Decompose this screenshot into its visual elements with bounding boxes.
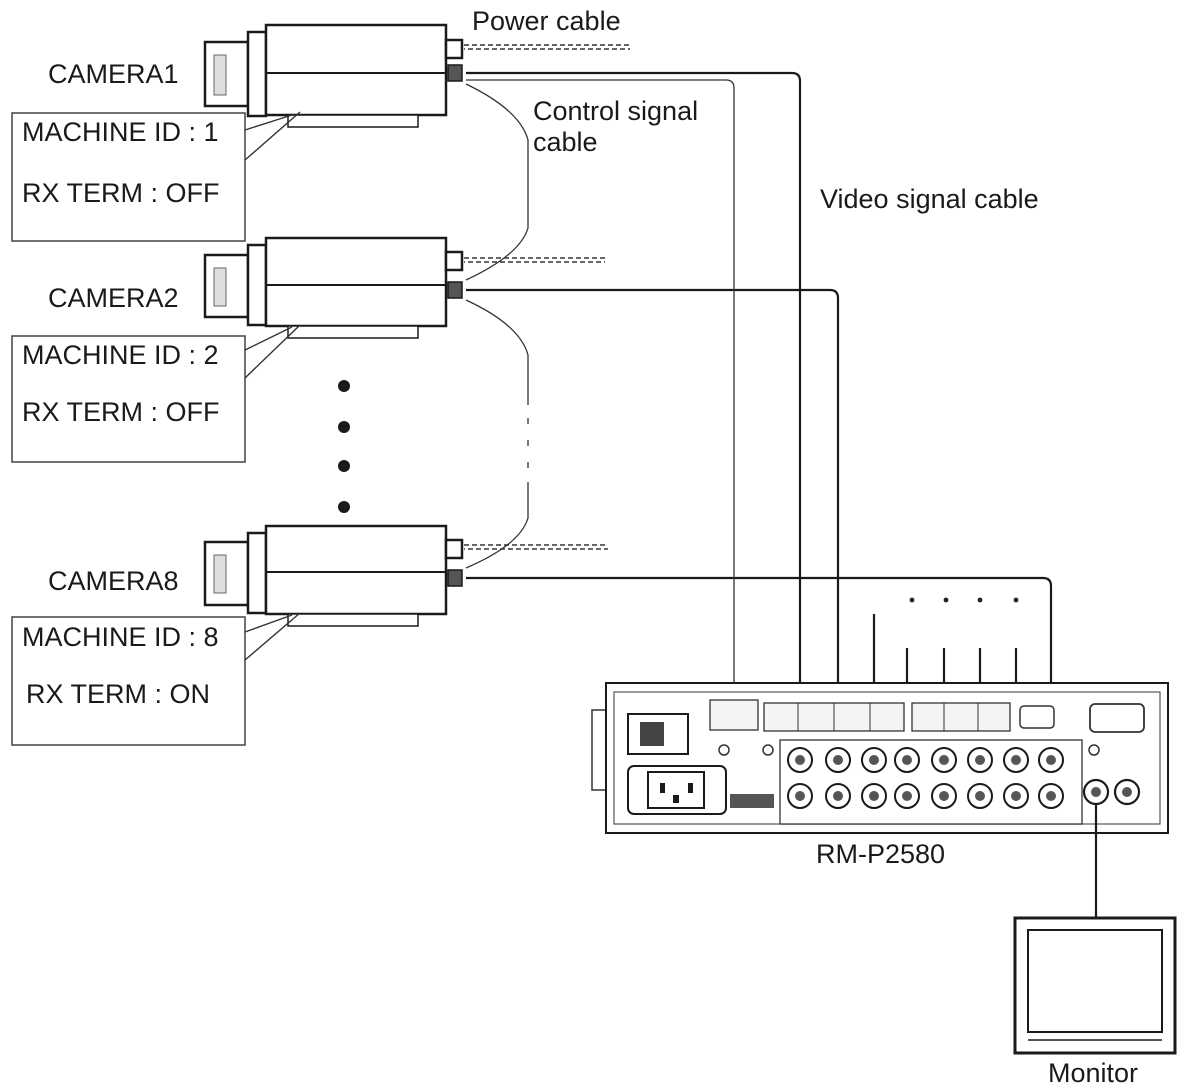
video-cable-camera2 [466, 288, 840, 748]
monitor-label: Monitor [1048, 1058, 1138, 1087]
monitor [1013, 916, 1177, 1055]
camera-8-rx-term: RX TERM : ON [26, 679, 210, 709]
power-cable-camera2 [464, 257, 605, 263]
camera-1 [203, 23, 464, 128]
device-label-plate [730, 794, 774, 808]
camera-2-rx-term: RX TERM : OFF [22, 397, 220, 427]
camera-8-settings-box [11, 612, 301, 746]
dsub-connector-large [1089, 703, 1145, 733]
camera-2-name: CAMERA2 [48, 283, 179, 313]
camera-1-settings-box [11, 111, 301, 242]
control-signal-cable [465, 79, 735, 690]
video-cable-camera1 [466, 71, 802, 748]
terminal-blocks [709, 699, 1011, 732]
camera-8-machine-id: MACHINE ID : 8 [22, 622, 219, 652]
video-signal-cable-label: Video signal cable [820, 184, 1039, 214]
camera-1-rx-term: RX TERM : OFF [22, 178, 220, 208]
device-name-label: RM-P2580 [816, 839, 945, 869]
control-signal-cable-label-line1: Control signal [533, 96, 698, 126]
power-cable-camera1 [464, 44, 630, 50]
camera-2-machine-id: MACHINE ID : 2 [22, 340, 219, 370]
camera-8-name: CAMERA8 [48, 566, 179, 596]
bnc-inner-pins [795, 755, 1056, 801]
camera-8 [203, 524, 464, 627]
camera-1-machine-id: MACHINE ID : 1 [22, 117, 219, 147]
dsub-connector-small [1019, 705, 1055, 729]
camera-2 [203, 236, 464, 339]
rm-p2580-device [591, 682, 1169, 834]
power-cable-label: Power cable [472, 6, 621, 36]
power-cable-camera8 [464, 544, 608, 550]
bnc-panel [779, 739, 1083, 825]
camera-2-settings-box [11, 324, 301, 463]
control-signal-cable-label-line2: cable [533, 127, 598, 157]
more-cameras-ellipsis [338, 380, 350, 513]
video-cable-camera8 [466, 576, 1053, 748]
camera-1-name: CAMERA1 [48, 59, 179, 89]
